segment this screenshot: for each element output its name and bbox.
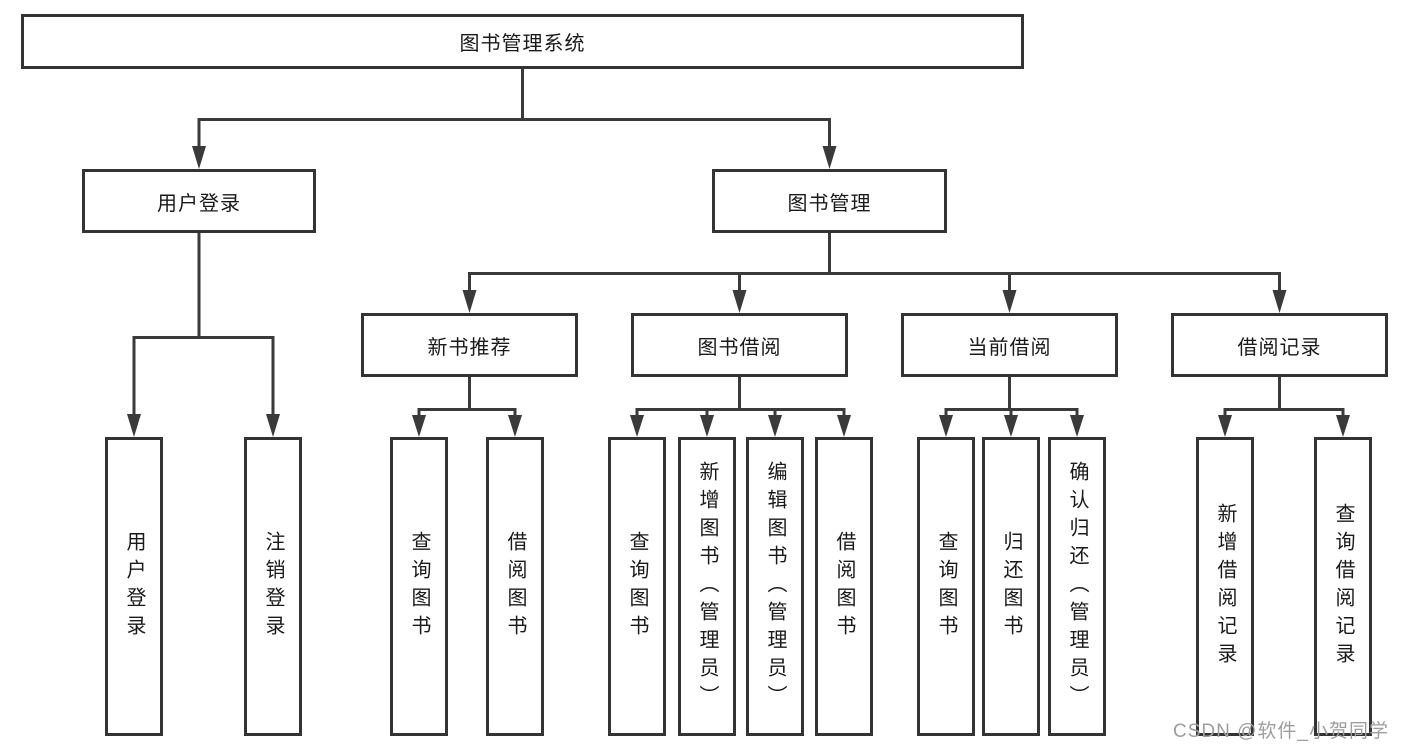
leaf-return-book: 归还图书	[982, 437, 1040, 736]
arrowhead	[412, 415, 426, 437]
arrowhead	[939, 415, 953, 437]
arrowhead	[822, 146, 837, 169]
leaf-query-books-borrow: 查询图书	[608, 437, 666, 736]
node-label: 查询借阅记录	[1332, 502, 1354, 671]
leaf-add-borrow-record: 新增借阅记录	[1196, 437, 1254, 736]
leaf-query-books-rec: 查询图书	[390, 437, 448, 736]
node-borrow-records: 借阅记录	[1171, 313, 1388, 377]
edge-line	[197, 69, 831, 147]
node-user-login: 用户登录	[82, 169, 316, 233]
node-label: 图书管理系统	[459, 33, 586, 55]
watermark: CSDN @软件_小贺同学	[1173, 721, 1389, 742]
arrowhead	[1070, 415, 1084, 437]
node-book-borrow: 图书借阅	[631, 313, 848, 377]
edge-current-borrow-children	[939, 377, 1084, 437]
node-label: 借阅图书	[833, 530, 855, 643]
arrowhead	[1004, 415, 1018, 437]
arrowhead	[127, 414, 141, 437]
edge-line	[132, 233, 275, 415]
arrowhead	[266, 414, 280, 437]
node-current-borrow: 当前借阅	[901, 313, 1118, 377]
node-label: 查询图书	[626, 530, 648, 643]
node-label: 归还图书	[1000, 530, 1022, 643]
leaf-edit-book-admin: 编辑图书（管理员）	[746, 437, 804, 736]
leaf-confirm-return-admin: 确认归还（管理员）	[1048, 437, 1106, 736]
node-new-book-rec: 新书推荐	[361, 313, 578, 377]
arrowhead	[462, 290, 477, 313]
node-label: 确认归还（管理员）	[1066, 460, 1088, 713]
node-label: 当前借阅	[967, 336, 1052, 359]
arrowhead	[1002, 290, 1017, 313]
edge-borrow-records-children	[1218, 377, 1350, 437]
edge-user-login-children	[127, 233, 280, 437]
arrowhead	[1272, 290, 1287, 313]
edge-root-to-level1	[192, 69, 837, 169]
arrowhead	[732, 290, 747, 313]
node-label: 用户登录	[157, 192, 241, 215]
node-label: 查询图书	[935, 530, 957, 643]
edge-line	[417, 377, 517, 417]
node-book-mgmt: 图书管理	[712, 169, 947, 233]
node-label: 注销登录	[262, 530, 284, 643]
node-label: 图书管理	[787, 192, 872, 215]
node-root: 图书管理系统	[21, 14, 1024, 69]
edge-book-borrow-children	[630, 377, 851, 437]
node-label: 新增借阅记录	[1214, 502, 1236, 671]
arrowhead	[508, 415, 522, 437]
leaf-add-book-admin: 新增图书（管理员）	[678, 437, 736, 736]
node-label: 编辑图书（管理员）	[764, 460, 786, 713]
edge-line	[635, 377, 846, 417]
node-label: 借阅记录	[1237, 336, 1322, 359]
arrowhead	[1218, 415, 1232, 437]
leaf-logout: 注销登录	[244, 437, 302, 736]
leaf-query-borrow-record: 查询借阅记录	[1314, 437, 1372, 736]
edge-line	[468, 233, 1281, 291]
arrowhead	[630, 415, 644, 437]
arrowhead	[700, 415, 714, 437]
edge-line	[1223, 377, 1345, 417]
node-label: 借阅图书	[504, 530, 526, 643]
node-label: 查询图书	[408, 530, 430, 643]
arrowhead	[192, 146, 206, 169]
edge-line	[944, 377, 1079, 417]
node-label: 用户登录	[123, 530, 145, 643]
leaf-borrow-books-borrow: 借阅图书	[815, 437, 873, 736]
node-label: 新书推荐	[427, 336, 512, 359]
leaf-borrow-books-rec: 借阅图书	[486, 437, 544, 736]
node-label: 新增图书（管理员）	[696, 460, 718, 713]
edge-book-mgmt-children	[462, 233, 1287, 313]
node-label: 图书借阅	[697, 336, 782, 359]
arrowhead	[837, 415, 851, 437]
edge-new-book-rec-children	[412, 377, 522, 437]
arrowhead	[1336, 415, 1350, 437]
arrowhead	[768, 415, 782, 437]
leaf-query-books-current: 查询图书	[917, 437, 975, 736]
leaf-user-login: 用户登录	[105, 437, 163, 736]
